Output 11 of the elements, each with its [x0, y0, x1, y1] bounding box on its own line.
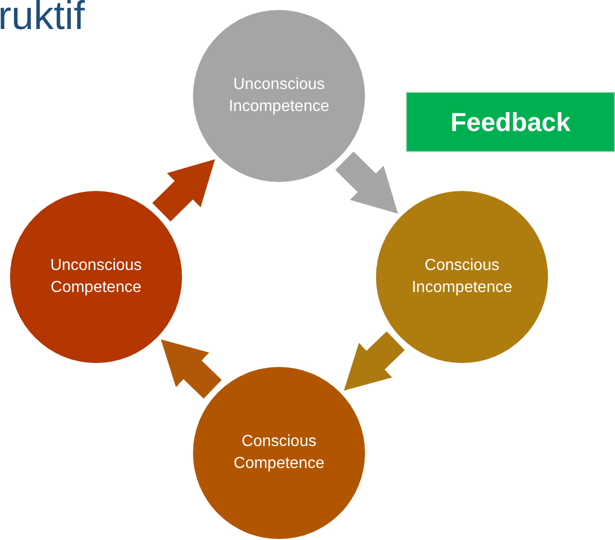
block-arrow [344, 331, 405, 391]
title: ruktif [0, 0, 85, 36]
stage-label: Unconscious Incompetence [228, 75, 330, 117]
label-box [406, 92, 615, 152]
block-arrow [152, 159, 215, 222]
stage-label: Conscious Competence [232, 432, 326, 474]
stage-label: Unconscious Competence [49, 256, 143, 298]
block-arrow [160, 339, 222, 399]
stage-label: Conscious Incompetence [410, 256, 514, 298]
block-arrow [335, 151, 398, 214]
label-text: Feedback [450, 106, 570, 138]
